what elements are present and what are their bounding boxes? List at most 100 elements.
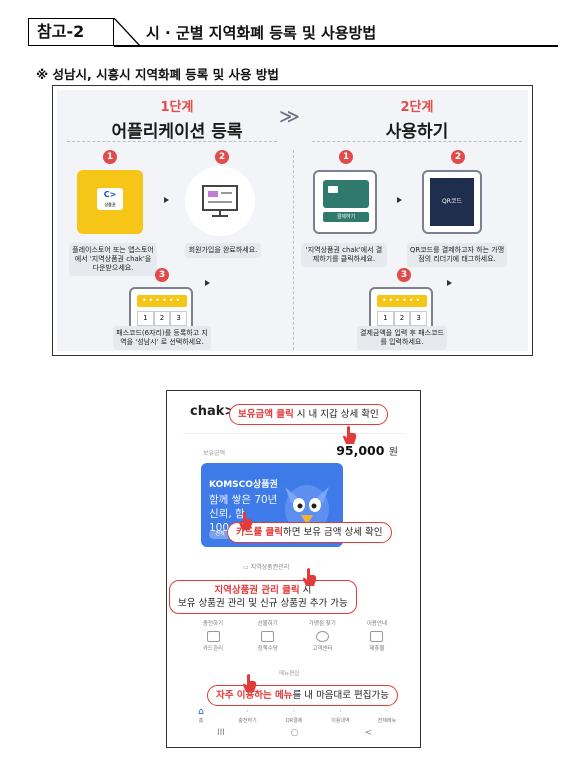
- menu-charge[interactable]: 충전하기: [202, 621, 224, 627]
- monitor-graphic: [202, 185, 238, 217]
- balance-value[interactable]: 95,000 원: [336, 443, 398, 458]
- card-all-button[interactable]: 전체: [209, 530, 231, 539]
- next-arrow-icon: [397, 197, 402, 203]
- card-slogan: 함께 쌓은 70년 신뢰, 함 100: [209, 493, 277, 535]
- menu-guide[interactable]: 이용안내: [366, 621, 388, 627]
- menu-gift[interactable]: 선물하기: [257, 621, 278, 627]
- step2-title: 사용하기: [385, 122, 449, 142]
- tab-history[interactable]: ·이용내역: [321, 707, 361, 724]
- step2-item2-number: 2: [451, 150, 465, 164]
- menu-row-1: 충전하기 선물하기 가맹점 찾기 이용안내: [193, 619, 397, 627]
- home-button[interactable]: ○: [290, 728, 299, 738]
- chak-logo: chak>: [190, 404, 236, 419]
- callout-menu-edit: 자주 이용하는 메뉴를 내 마음대로 편집가능: [207, 685, 399, 706]
- key: 3: [410, 311, 427, 326]
- section-title: 시 · 군별 지역화폐 등록 및 사용방법: [146, 24, 377, 42]
- chak-logo-icon: C> 상품권: [97, 188, 123, 210]
- tab-label: 전체메뉴: [377, 718, 397, 724]
- section-header: 참고-2 시 · 군별 지역화폐 등록 및 사용방법: [28, 18, 558, 47]
- step1-item3-caption: 패스코드(6자리)를 등록하고 지역을 '성남시' 로 선택하세요.: [113, 326, 211, 350]
- card-slogan-line3: 100: [209, 522, 230, 534]
- pay-card-icon: [323, 180, 369, 208]
- step-arrows-icon: ≫: [279, 104, 300, 128]
- callout-highlight: 카드를 클릭: [236, 527, 284, 538]
- headset-icon: [315, 631, 329, 642]
- menu-customer-center[interactable]: 고객센터: [302, 631, 342, 652]
- charge-icon: ·: [246, 707, 249, 717]
- tap-hand-icon: [303, 568, 317, 586]
- voucher-management-link[interactable]: ▭ 지역상품권관리: [243, 562, 289, 571]
- guide-panel-bg: 1단계 어플리케이션 등록 ≫ 2단계 사용하기 1 C> 상품권 플레이스토어…: [57, 90, 528, 351]
- step1-item1-number: 1: [103, 150, 117, 164]
- step1-item2-caption: 회원가입을 완료하세요.: [185, 243, 261, 258]
- menu-policy-allowance[interactable]: 정책수당: [248, 631, 288, 652]
- tab-all-menu[interactable]: ·전체메뉴: [367, 707, 407, 724]
- step2-item3-caption: 결제금액을 입력 후 패스코드를 입력하세요.: [357, 326, 447, 350]
- callout-text-line2: 보유 상품권 관리 및 신규 상품권 추가 가능: [178, 598, 348, 609]
- chak-app-icon: C> 상품권: [77, 170, 143, 234]
- step1-item2-number: 2: [215, 150, 229, 164]
- passcode-dots: ••••••: [377, 295, 427, 307]
- step1-item1-caption: 플레이스토어 또는 앱스토어에서 '지역상품권 chak'을 다운받으세요.: [69, 243, 157, 276]
- divider: [293, 150, 294, 350]
- menu-store-find[interactable]: 가맹점 찾기: [308, 621, 336, 627]
- shop-icon: [370, 631, 384, 642]
- callout-highlight: 보유금액 클릭: [238, 409, 294, 420]
- step2-number: 2단계: [400, 100, 434, 115]
- tab-label: 충전하기: [238, 718, 257, 724]
- callout-highlight: 지역상품권 관리 클릭: [214, 585, 300, 596]
- menu-partner-mall[interactable]: 제휴몰: [357, 631, 397, 652]
- key: 3: [170, 311, 187, 326]
- section-badge: 참고-2: [28, 18, 114, 46]
- lock-icon: [261, 631, 275, 642]
- callout-management: 지역상품권 관리 클릭 시 보유 상품권 관리 및 신규 상품권 추가 가능: [169, 580, 357, 614]
- voucher-management-label: 지역상품권관리: [250, 564, 290, 571]
- menu-label: 정책수당: [257, 646, 278, 652]
- chak-logo-text: C>: [103, 190, 117, 199]
- tab-label: QR결제: [285, 718, 303, 724]
- qr-phone: QR코드: [422, 170, 482, 234]
- tab-home[interactable]: ⌂홈: [181, 707, 221, 724]
- tap-hand-icon: [343, 426, 357, 444]
- card-title: KOMSCO상품권: [209, 480, 278, 490]
- balance-amount: 95,000: [336, 443, 385, 458]
- tab-charge[interactable]: ·충전하기: [228, 707, 268, 724]
- menu-card-manage[interactable]: 카드관리: [193, 631, 233, 652]
- tap-hand-icon: [243, 674, 257, 692]
- menu-edit-link[interactable]: 메뉴편집: [279, 671, 300, 677]
- key: 2: [153, 311, 171, 326]
- recent-apps-button[interactable]: III: [217, 728, 225, 738]
- card-slogan-line2: 신뢰, 함: [209, 508, 245, 520]
- callout-highlight: 자주 이용하는 메뉴: [216, 690, 293, 701]
- divider: [67, 141, 277, 142]
- passcode-dots: ••••••: [137, 295, 187, 307]
- step2-item1-number: 1: [339, 150, 353, 164]
- callout-text: 를 내 마음대로 편집가능: [292, 690, 390, 701]
- step2-header: 2단계 사용하기: [307, 96, 527, 142]
- callout-balance: 보유금액 클릭 시 내 지갑 상세 확인: [229, 404, 388, 425]
- callout-text: 시 내 지갑 상세 확인: [293, 409, 379, 420]
- divider: [312, 141, 522, 142]
- next-arrow-icon: [164, 197, 169, 203]
- card-slogan-line1: 함께 쌓은 70년: [209, 494, 278, 506]
- note-text: ※ 성남시, 시흥시 지역화폐 등록 및 사용 방법: [36, 67, 279, 82]
- key: 1: [137, 311, 154, 326]
- card-icon: [206, 631, 220, 642]
- menu-label: 고객센터: [312, 646, 333, 652]
- divider: [183, 433, 405, 434]
- guide-panel: 1단계 어플리케이션 등록 ≫ 2단계 사용하기 1 C> 상품권 플레이스토어…: [52, 85, 533, 356]
- balance-unit: 원: [388, 447, 398, 458]
- callout-text: 하면 보유 금액 상세 확인: [283, 527, 383, 538]
- home-icon: ⌂: [198, 707, 204, 717]
- key: 1: [377, 311, 394, 326]
- header-divider-slash: [113, 18, 141, 46]
- tab-qr-pay[interactable]: ·QR결제: [274, 707, 314, 724]
- callout-card: 카드를 클릭하면 보유 금액 상세 확인: [227, 522, 392, 543]
- app-screenshot: chak> 보유금액 95,000 원 KOMSCO상품권 함께 쌓은 70년 …: [166, 390, 421, 748]
- step2-item2-caption: QR코드를 결제하고자 하는 가맹점의 리더기에 태그하세요.: [407, 243, 507, 267]
- step1-item3-number: 3: [155, 268, 169, 282]
- system-nav-bar: III ○ <: [197, 728, 392, 738]
- next-arrow-icon: [447, 280, 452, 286]
- back-button[interactable]: <: [364, 728, 372, 738]
- pay-phone: 결제하기: [313, 170, 377, 234]
